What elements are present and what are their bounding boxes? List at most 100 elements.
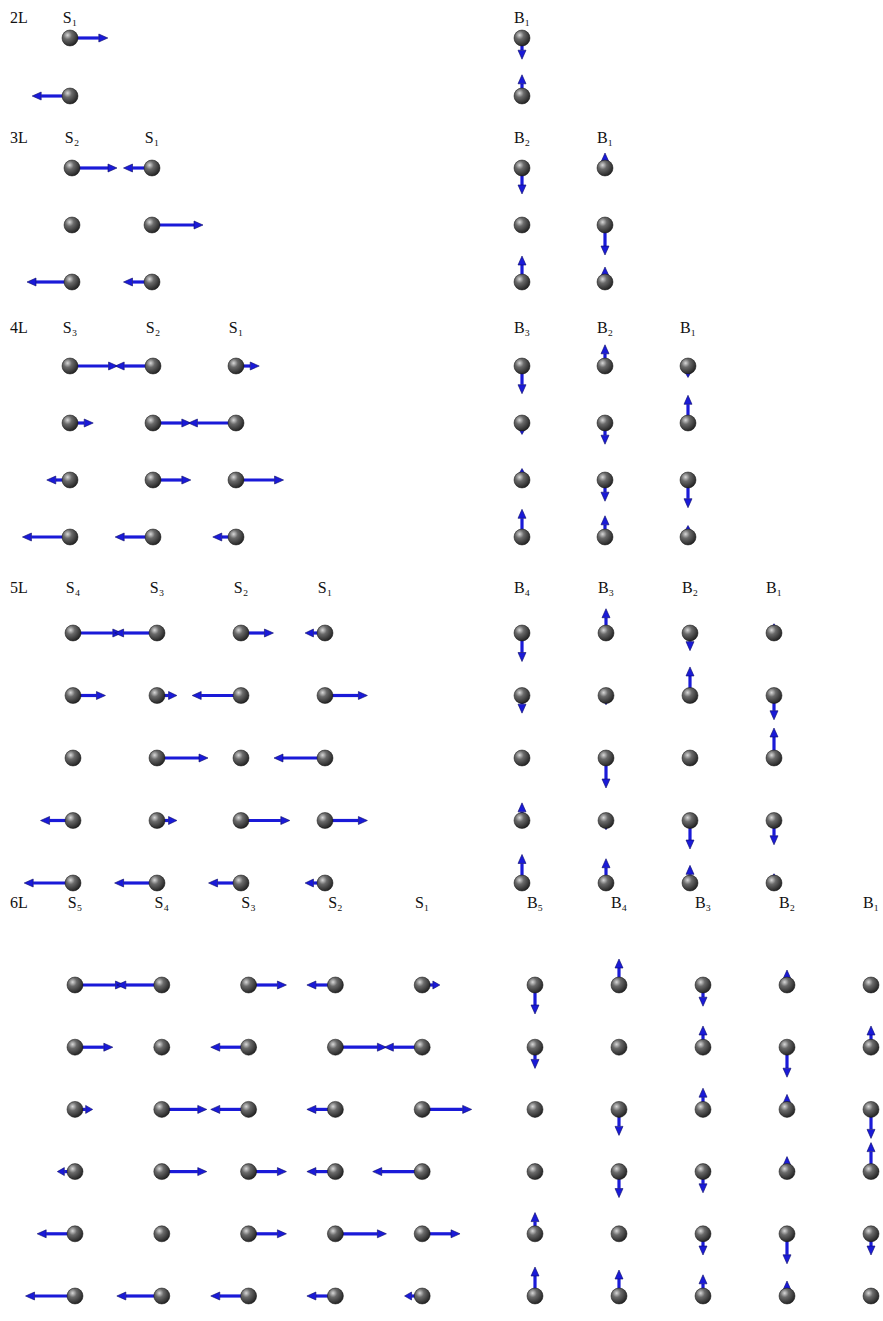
- atom: [317, 625, 333, 641]
- atom: [241, 1164, 257, 1180]
- atom: [527, 1101, 543, 1117]
- atom: [65, 875, 81, 891]
- atom: [154, 1039, 170, 1055]
- atom: [611, 1101, 627, 1117]
- arrow-head: [615, 959, 623, 968]
- arrow-shaft: [36, 280, 66, 283]
- arrow-shaft: [124, 881, 151, 884]
- atom: [695, 977, 711, 993]
- shear-mode-label: S₁: [318, 580, 332, 596]
- arrow-head: [250, 362, 259, 370]
- shear-mode-label: S₁: [63, 10, 77, 26]
- arrow-head: [518, 385, 526, 394]
- atom: [62, 472, 78, 488]
- arrow-shaft: [220, 1108, 243, 1111]
- breathing-mode-label: B₃: [514, 320, 530, 336]
- atom: [682, 875, 698, 891]
- arrow-shaft: [79, 694, 96, 697]
- arrow-head: [277, 1230, 286, 1238]
- arrow-head: [684, 499, 692, 508]
- atom: [149, 875, 165, 891]
- arrow-head: [433, 981, 440, 989]
- arrow-shaft: [341, 1046, 377, 1049]
- atom: [317, 688, 333, 704]
- displacement-arrows: [22, 34, 875, 1300]
- atom: [766, 750, 782, 766]
- arrow-head: [199, 754, 208, 762]
- arrow-head: [182, 476, 191, 484]
- arrow-head: [783, 1068, 791, 1077]
- arrow-head: [198, 1168, 207, 1176]
- atom: [514, 750, 530, 766]
- atom: [154, 1288, 170, 1304]
- atom: [67, 1101, 83, 1117]
- atom: [64, 217, 80, 233]
- arrow-shaft: [159, 478, 182, 481]
- arrow-head: [213, 533, 222, 541]
- arrow-head: [615, 1270, 623, 1279]
- atom: [233, 875, 249, 891]
- arrow-shaft: [46, 1232, 69, 1235]
- arrow-head: [124, 278, 133, 286]
- arrow-shaft: [201, 694, 235, 697]
- arrow-shaft: [428, 1108, 462, 1111]
- arrow-head: [307, 1105, 316, 1113]
- arrow-head: [104, 1043, 113, 1051]
- breathing-mode-label: B₂: [682, 580, 698, 596]
- atom: [680, 472, 696, 488]
- atom: [241, 1288, 257, 1304]
- breathing-mode-label: B₂: [597, 320, 613, 336]
- arrow-head: [124, 164, 133, 172]
- atom: [414, 1288, 430, 1304]
- atom: [327, 1039, 343, 1055]
- arrow-head: [277, 981, 286, 989]
- arrow-head: [518, 509, 526, 518]
- atom: [597, 274, 613, 290]
- atom: [327, 1164, 343, 1180]
- arrow-shaft: [81, 1046, 104, 1049]
- layer-count: 3L: [10, 130, 28, 146]
- arrow-head: [518, 256, 526, 265]
- arrow-head: [209, 879, 218, 887]
- atom: [597, 472, 613, 488]
- atom: [228, 415, 244, 431]
- atom: [527, 1226, 543, 1242]
- atom: [597, 160, 613, 176]
- arrow-head: [274, 754, 283, 762]
- atom: [154, 977, 170, 993]
- shear-mode-label: S₃: [150, 580, 164, 596]
- arrow-head: [518, 75, 526, 84]
- atom: [514, 358, 530, 374]
- atom: [597, 529, 613, 545]
- arrow-head: [32, 92, 41, 100]
- arrow-head: [27, 278, 36, 286]
- arrow-head: [373, 1168, 382, 1176]
- atom: [241, 1039, 257, 1055]
- arrow-head: [531, 1059, 539, 1068]
- atom: [62, 88, 78, 104]
- arrow-head: [601, 492, 609, 501]
- atom: [598, 750, 614, 766]
- arrow-shaft: [124, 631, 151, 634]
- atom: [233, 625, 249, 641]
- arrow-head: [115, 362, 124, 370]
- atom: [611, 1226, 627, 1242]
- arrow-head: [602, 779, 610, 788]
- atom: [414, 977, 430, 993]
- arrow-head: [198, 1105, 207, 1113]
- atom: [597, 358, 613, 374]
- arrow-head: [117, 1292, 126, 1300]
- shear-mode-label: S₁: [415, 895, 429, 911]
- arrow-shaft: [255, 1170, 278, 1173]
- arrow-head: [601, 516, 609, 525]
- arrow-head: [686, 865, 694, 874]
- breathing-mode-label: B₂: [779, 895, 795, 911]
- atom: [145, 415, 161, 431]
- atom: [241, 1101, 257, 1117]
- atom: [514, 274, 530, 290]
- arrow-head: [169, 817, 177, 825]
- arrow-head: [22, 533, 31, 541]
- breathing-mode-label: B₅: [527, 895, 543, 911]
- arrow-shaft: [159, 421, 182, 424]
- atom: [154, 1101, 170, 1117]
